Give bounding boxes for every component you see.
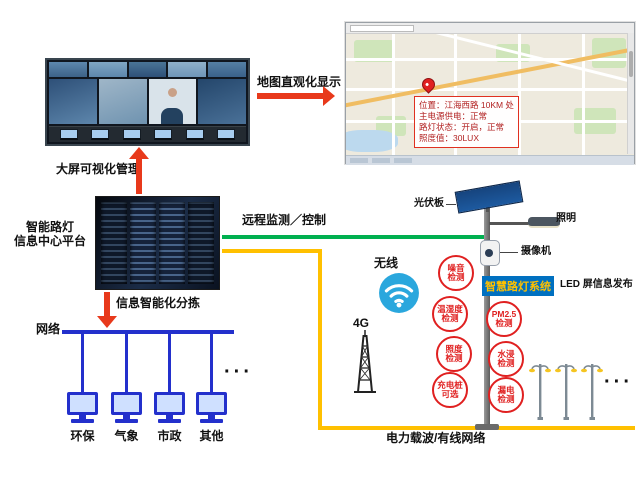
yellow-powerline-h1 <box>222 249 322 253</box>
solar-leader-line <box>446 204 456 205</box>
map-info-line: 照度值：30LUX <box>419 133 479 143</box>
server-rack <box>101 202 127 284</box>
server-room-image <box>95 196 220 290</box>
arrow-server-to-network-head <box>97 316 117 328</box>
small-streetlamp-icon <box>580 356 604 422</box>
system-badge: 智慧路灯系统 <box>482 276 554 296</box>
map-water <box>346 130 398 152</box>
map-road <box>518 34 521 155</box>
map-scrollbar[interactable] <box>627 33 634 154</box>
map-park <box>354 40 394 62</box>
lighting-label: 照明 <box>556 213 576 224</box>
server-rack <box>130 202 156 284</box>
terminal-computer-icon <box>193 392 230 423</box>
terminal-computer-icon <box>108 392 145 423</box>
map-road <box>346 58 627 61</box>
cellular-label: 4G <box>353 316 370 330</box>
streetlamp-ellipsis: ··· <box>604 371 633 393</box>
control-desk <box>49 126 246 142</box>
arrow-server-to-wall-head <box>129 147 149 159</box>
camera-icon <box>480 240 500 266</box>
cell-tower-icon <box>342 330 388 396</box>
presenter-screen <box>148 79 197 124</box>
map-info-line: 主电源供电：正常 <box>419 111 488 121</box>
map-info-line: 位置：江海西路 10KM 处 <box>419 100 514 110</box>
sensor-charging-pile: 充电桩 可选 <box>432 372 468 408</box>
solar-label: 光伏板 <box>414 198 444 209</box>
sensor-temp-humidity: 温湿度 检测 <box>432 296 468 332</box>
map-scrollbar-thumb[interactable] <box>629 51 633 77</box>
map-info-line: 路灯状态：开启，正常 <box>419 122 505 132</box>
network-drop-line <box>168 334 171 392</box>
arrow-server-to-network <box>104 292 110 318</box>
video-wall-image <box>45 58 250 146</box>
camera-leader-line <box>500 252 518 253</box>
wifi-icon <box>378 272 420 314</box>
video-wall-top-row <box>49 62 246 77</box>
lamp-arm <box>489 222 537 225</box>
map-search-box[interactable] <box>350 25 414 32</box>
terminal-computer-icon <box>151 392 188 423</box>
streetlight-base <box>475 424 499 430</box>
map-caption: 地图直观化显示 <box>257 75 342 89</box>
sensor-water: 水浸 检测 <box>488 341 524 377</box>
green-remote-line <box>222 235 486 239</box>
small-streetlamp-icon <box>528 356 552 422</box>
wireless-label: 无线 <box>374 256 399 270</box>
terminal-computer-icon <box>64 392 101 423</box>
server-platform-label: 智能路灯 信息中心平台 <box>13 220 86 248</box>
network-ellipsis: ··· <box>224 361 253 383</box>
network-label: 网络 <box>36 322 61 336</box>
network-drop-line <box>125 334 128 392</box>
network-bus-line <box>62 330 234 334</box>
small-streetlamp-icon <box>554 356 578 422</box>
video-wall-screens <box>49 79 246 124</box>
server-rack <box>159 202 185 284</box>
video-wall-caption: 大屏可视化管理 <box>56 162 141 176</box>
sensor-illuminance: 照度 检测 <box>436 336 472 372</box>
yellow-powerline-v <box>318 249 322 430</box>
terminal-label: 市政 <box>157 429 182 443</box>
remote-control-label: 远程监测／控制 <box>242 213 327 227</box>
camera-label: 摄像机 <box>521 246 551 257</box>
terminal-label: 气象 <box>114 429 139 443</box>
map-road <box>582 34 585 155</box>
map-road <box>346 88 627 91</box>
map-canvas[interactable]: 位置：江海西路 10KM 处 主电源供电：正常 路灯状态：开启，正常 照度值：3… <box>346 34 634 155</box>
network-drop-line <box>81 334 84 392</box>
arrow-server-to-wall <box>136 158 142 194</box>
server-rack <box>188 202 214 284</box>
presenter-body <box>161 108 184 124</box>
terminal-label: 环保 <box>70 429 95 443</box>
map-toolbar <box>346 23 634 34</box>
powerline-label: 电力载波/有线网络 <box>386 431 486 445</box>
sorting-label: 信息智能化分拣 <box>116 296 201 310</box>
network-drop-line <box>210 334 213 392</box>
lamp-head-icon <box>528 217 560 228</box>
terminal-label: 其他 <box>199 429 224 443</box>
led-screen-label: LED 屏信息发布 <box>560 279 633 290</box>
sensor-noise: 噪音 检测 <box>438 255 474 291</box>
arrow-to-map-head <box>323 86 335 106</box>
sensor-leakage: 漏电 检测 <box>488 377 524 413</box>
presenter-head <box>168 88 178 97</box>
map-taskbar <box>346 155 634 165</box>
sensor-pm25: PM2.5 检测 <box>486 301 522 337</box>
arrow-to-map <box>257 93 325 99</box>
map-road <box>454 34 457 155</box>
map-info-box: 位置：江海西路 10KM 处 主电源供电：正常 路灯状态：开启，正常 照度值：3… <box>414 96 519 148</box>
map-screenshot: 位置：江海西路 10KM 处 主电源供电：正常 路灯状态：开启，正常 照度值：3… <box>345 22 635 165</box>
